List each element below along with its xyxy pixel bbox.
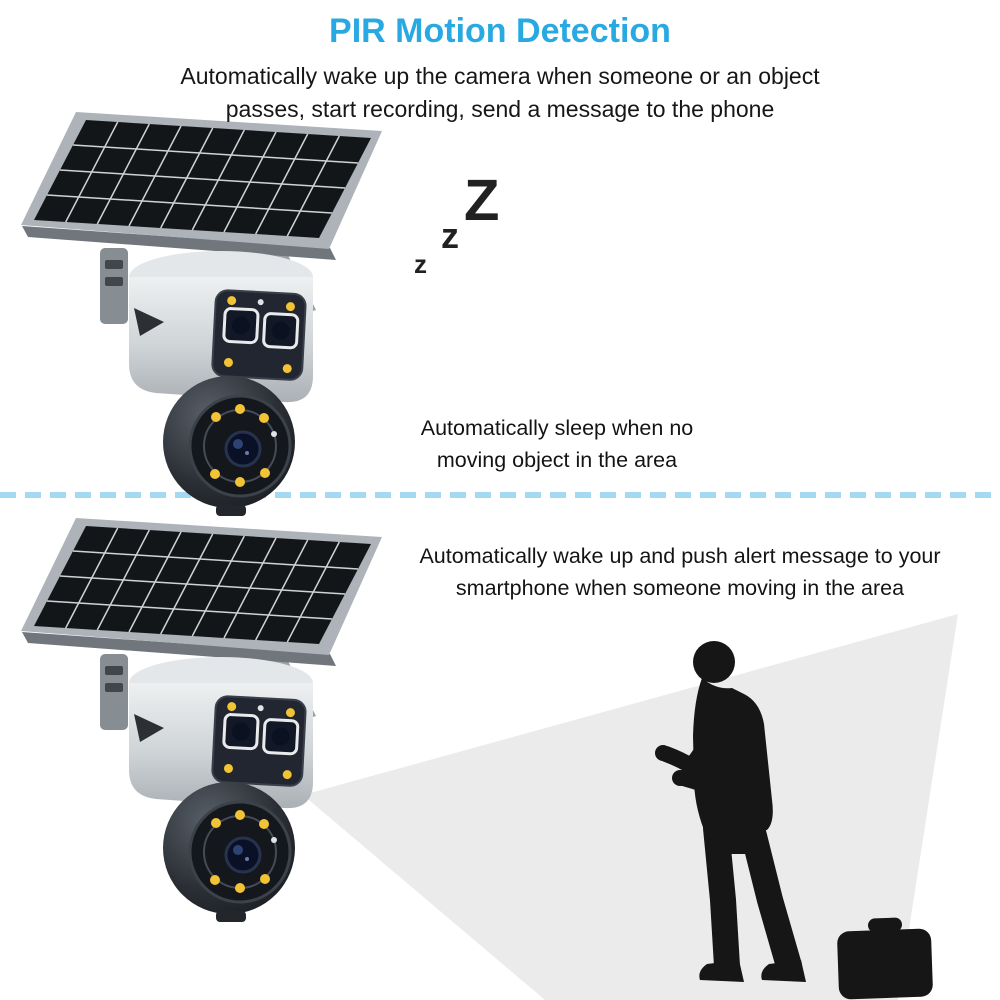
bag-icon <box>837 928 933 1000</box>
person-silhouette-icon <box>655 641 933 1000</box>
page-subtitle: Automatically wake up the camera when so… <box>180 63 820 123</box>
solar-camera-icon <box>16 518 382 924</box>
sleep-z-small: z <box>414 249 427 279</box>
sleep-z-mid: z <box>441 215 459 256</box>
dashed-divider <box>0 492 1000 498</box>
solar-camera-icon <box>16 112 382 518</box>
sleep-z-large: Z <box>464 168 500 233</box>
page-title: PIR Motion Detection <box>329 12 671 50</box>
sleep-caption: Automatically sleep when no moving objec… <box>420 416 694 473</box>
detection-beam-icon <box>303 614 958 1000</box>
alert-caption: Automatically wake up and push alert mes… <box>419 544 941 601</box>
